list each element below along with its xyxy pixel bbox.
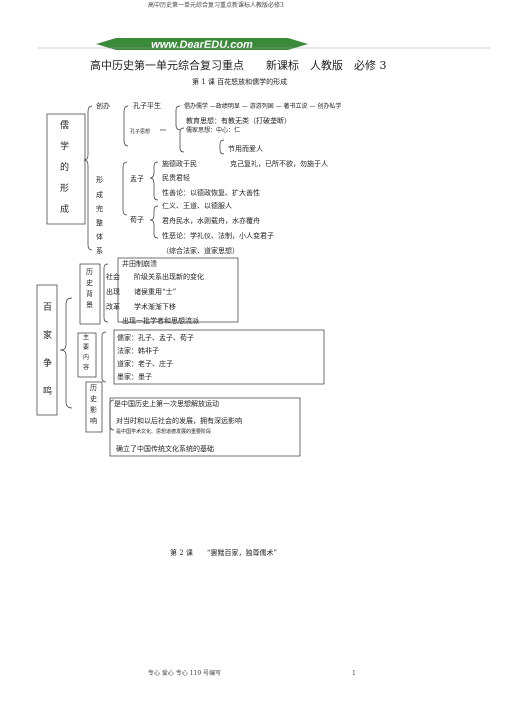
school-dao: 道家：老子、庄子 [117,360,173,368]
yx-char-4: 响 [90,417,97,425]
mengzi-label: 孟子 [130,175,144,183]
lesson2-heading: 第 2 课 “罢黜百家，独尊儒术” [170,549,278,557]
xingcheng-char-4: 整 [96,219,103,227]
bg-char-3: 背 [86,290,93,298]
kongzi-thought-label: 孔子思想 [130,129,151,135]
ru-char-5: 成 [60,205,70,215]
keji-fuli: 克己复礼，已所不欲，勿施于人 [230,160,328,168]
bg-mid-1: 社会 [106,273,120,281]
bg-char-2: 史 [86,279,93,287]
zhuyao-char-4: 容 [83,364,90,371]
zonghe-note: （综合法家、道家思想） [162,247,239,255]
renyi-wangdao: 仁义、王道、以德服人 [162,202,232,210]
page-number: 1 [352,670,356,677]
ru-char-4: 形 [60,184,70,194]
xueshu-text: 学术渐渐下移 [134,303,176,311]
impact-2: 对当时和以后社会的发展，拥有深远影响 [116,417,242,425]
yx-char-1: 历 [90,384,97,392]
ru-char-3: 的 [60,163,70,173]
baijia-char-1: 百 [43,303,53,313]
bg-mid-3: 改革 [106,303,120,311]
zhuyao-char-2: 要 [83,344,90,351]
bg-char-4: 景 [86,301,93,309]
lesson1-heading: 第 1 课 百花怒放和儒学的形成 [192,78,288,86]
xingshan-lun: 性善论：以德政恢复、扩大善性 [162,189,260,197]
impact-1: 是中国历史上第一次思想解放运动 [114,400,219,408]
baijia-char-2: 家 [43,331,53,341]
jieyong-text: 节用而爱人 [228,145,263,153]
school-ru: 儒家：孔子、孟子、荀子 [117,334,194,342]
baijia-char-3: 争 [43,359,53,369]
document-title: 高中历史第一单元综合复习重点 新课标 人教版 必修 3 [90,59,387,72]
xingcheng-char-3: 完 [96,205,103,213]
zhuyao-char-1: 主 [83,334,90,341]
kongzi-life-label: 孔子平生 [133,102,161,110]
education-thought: 教育思想：有教无类（打破垄断） [186,117,291,125]
chuxian-text: 出现一批学者和思想流派 [122,317,199,325]
mingui-junqing: 民贵君轻 [162,174,190,182]
xingcheng-char-6: 系 [96,247,103,255]
school-mo: 墨家：墨子 [117,373,152,381]
school-fa: 法家：韩非子 [117,347,159,355]
bg-mid-2: 出现 [106,288,120,296]
jieji-text: 阶级关系出现新的变化 [134,273,204,281]
xingcheng-char-1: 形 [96,176,103,184]
jingtian-text: 井田制崩溃 [122,260,157,268]
yx-char-3: 影 [90,406,97,414]
kongzi-life-detail: 倡办儒学 —政绩明显 — 游游列国 — 著书立说 — 创办私学 [184,103,342,110]
impact-3: 是中国学术文化、思想道德发展的重要阶段 [116,429,212,435]
ru-thought-center: 儒家思想：中心：仁 [186,127,241,134]
zhuyao-char-3: 内 [83,354,90,361]
xunzi-label: 荀子 [130,216,144,224]
page-header: 高中历史第一单元综合复习重点新课标人教版必修3 [148,2,284,9]
xinge-lun: 性恶论：学礼仪、法制，小人变君子 [162,232,274,240]
ru-char-2: 学 [60,142,70,152]
ru-char-1: 儒 [60,121,70,131]
impact-4: 确立了中国传统文化系统的基础 [116,445,214,453]
shi-dezheng: 施德政于民 [162,160,197,168]
zhuhou-text: 诸侯重用“士” [134,288,177,296]
yx-char-2: 史 [90,395,97,403]
junzhou-minshui: 君舟民水，水则载舟，水亦覆舟 [162,217,260,225]
chuangban-label: 创办 [96,102,110,110]
footer-text: 专心 爱心 专心 119 号编写 [148,670,222,677]
xingcheng-char-5: 体 [96,233,103,241]
xingcheng-char-2: 成 [96,191,103,199]
baijia-char-4: 鸣 [43,387,53,397]
bg-char-1: 历 [86,268,93,276]
